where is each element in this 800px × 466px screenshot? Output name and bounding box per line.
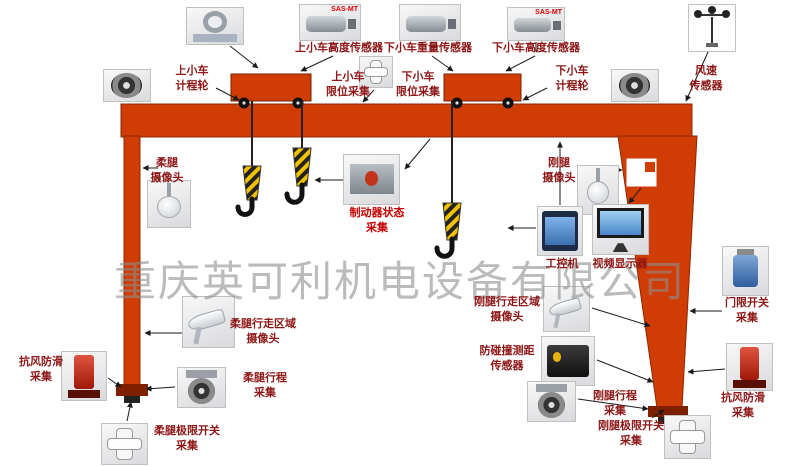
rail-clamp-right-photo bbox=[726, 343, 773, 391]
lower-trolley bbox=[443, 73, 522, 109]
main-beam bbox=[120, 103, 693, 138]
label-upper-trolley-height-sensor: 上小车高度传感器 bbox=[295, 42, 383, 54]
hook-block-2 bbox=[284, 101, 312, 205]
label-lower-trolley-odometer: 下小车 计程轮 bbox=[555, 65, 589, 92]
label-rigid-leg-travel-collect: 刚腿行程 采集 bbox=[593, 390, 637, 417]
upper-height-sensor-photo: SAS-MT bbox=[299, 4, 361, 41]
label-flexible-leg-camera: 柔腿 摄像头 bbox=[150, 157, 184, 184]
connector-lines bbox=[107, 42, 726, 422]
label-anti-wind-skid-right: 抗风防滑 采集 bbox=[721, 392, 765, 419]
label-industrial-pc: 工控机 bbox=[545, 258, 579, 270]
label-rigid-leg-camera: 刚腿 摄像头 bbox=[542, 157, 576, 184]
hook-block-3 bbox=[434, 101, 462, 259]
door-limit-switch-photo bbox=[722, 246, 769, 296]
brake-photo bbox=[343, 154, 400, 205]
bullet-camera-left-photo bbox=[182, 296, 235, 348]
label-anti-collision-sensor: 防碰撞测距 传感器 bbox=[479, 345, 535, 372]
label-flexible-leg-travel-collect: 柔腿行程 采集 bbox=[243, 372, 287, 399]
flange-ring-photo bbox=[186, 7, 244, 45]
limit-switch-right-photo bbox=[664, 415, 711, 459]
travel-wheel-right-photo bbox=[527, 381, 576, 422]
label-rigid-leg-limit-switch-collect: 刚腿极限开关 采集 bbox=[598, 420, 664, 447]
label-flexible-leg-limit-switch-collect: 柔腿极限开关 采集 bbox=[154, 425, 220, 452]
motor-model-badge: SAS-MT bbox=[331, 6, 358, 13]
flexible-leg bbox=[116, 135, 148, 403]
distance-sensor-photo bbox=[541, 336, 595, 386]
travel-wheel-left-photo bbox=[177, 367, 226, 408]
lower-height-sensor-photo: SAS-MT bbox=[507, 7, 565, 41]
video-monitor-photo bbox=[592, 204, 649, 255]
label-upper-trolley-limit-collect: 上小车 限位采集 bbox=[326, 71, 370, 98]
label-wind-speed-sensor: 风速 传感器 bbox=[689, 65, 723, 92]
limit-switch-left-photo bbox=[101, 423, 148, 465]
label-door-limit-switch-collect: 门限开关 采集 bbox=[725, 297, 769, 324]
trolley-limit-switch-photo bbox=[359, 56, 393, 88]
label-flexible-leg-area-camera: 柔腿行走区域 摄像头 bbox=[230, 318, 296, 345]
anemometer-icon bbox=[694, 6, 730, 47]
motor-model-badge: SAS-MT bbox=[535, 9, 562, 16]
bullet-camera-right-photo bbox=[543, 286, 590, 332]
label-rigid-leg-area-camera: 刚腿行走区域 摄像头 bbox=[474, 296, 540, 323]
weight-sensor-photo bbox=[399, 4, 461, 41]
upper-trolley bbox=[230, 73, 312, 109]
label-upper-trolley-odometer: 上小车 计程轮 bbox=[175, 65, 209, 92]
rigid-leg bbox=[617, 135, 698, 424]
label-anti-wind-skid-left: 抗风防滑 采集 bbox=[19, 356, 63, 383]
hook-block-1 bbox=[235, 101, 262, 217]
label-lower-trolley-limit-collect: 下小车 限位采集 bbox=[396, 71, 440, 98]
odometer-wheel-right-photo bbox=[611, 69, 659, 102]
industrial-pc-photo bbox=[537, 206, 583, 256]
odometer-wheel-left-photo bbox=[103, 69, 151, 102]
label-video-display: 视频显示器 bbox=[592, 258, 648, 270]
rail-clamp-left-photo bbox=[61, 351, 107, 401]
label-lower-trolley-height-sensor: 下小车高度传感器 bbox=[492, 42, 580, 54]
label-lower-trolley-weight-sensor: 下小车重量传感器 bbox=[384, 42, 472, 54]
dome-camera-left-photo bbox=[147, 180, 191, 228]
label-brake-status-collect: 制动器状态 采集 bbox=[349, 207, 405, 234]
anemometer-photo bbox=[688, 4, 736, 52]
